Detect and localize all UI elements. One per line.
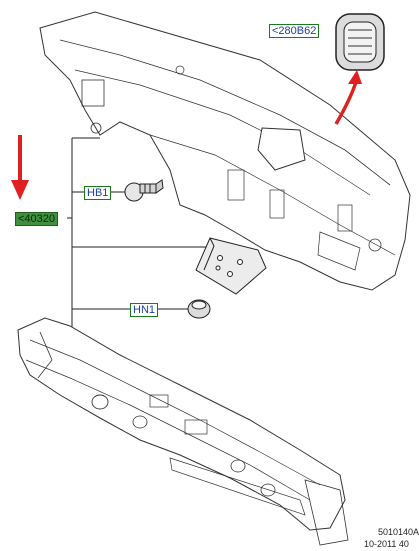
grommet-part [335, 13, 385, 71]
callout-bolt-label[interactable]: HB1 [84, 186, 112, 200]
footer-date: 10-2011 40 [364, 539, 409, 549]
lower-cowl-panel [17, 317, 349, 546]
clip-part [187, 299, 211, 319]
callout-grommet-label[interactable]: <280B62 [269, 24, 320, 38]
callout-clip-label[interactable]: HN1 [130, 303, 159, 317]
red-curved-arrow [334, 70, 362, 125]
leader-lines [67, 137, 208, 333]
callout-main-label[interactable]: <40320 [15, 212, 59, 226]
upper-dash-panel [39, 11, 411, 291]
footer-code: 5010140A [378, 527, 419, 537]
bolt-part [124, 179, 164, 202]
bracket-part [195, 237, 267, 295]
red-down-arrow [11, 135, 29, 200]
